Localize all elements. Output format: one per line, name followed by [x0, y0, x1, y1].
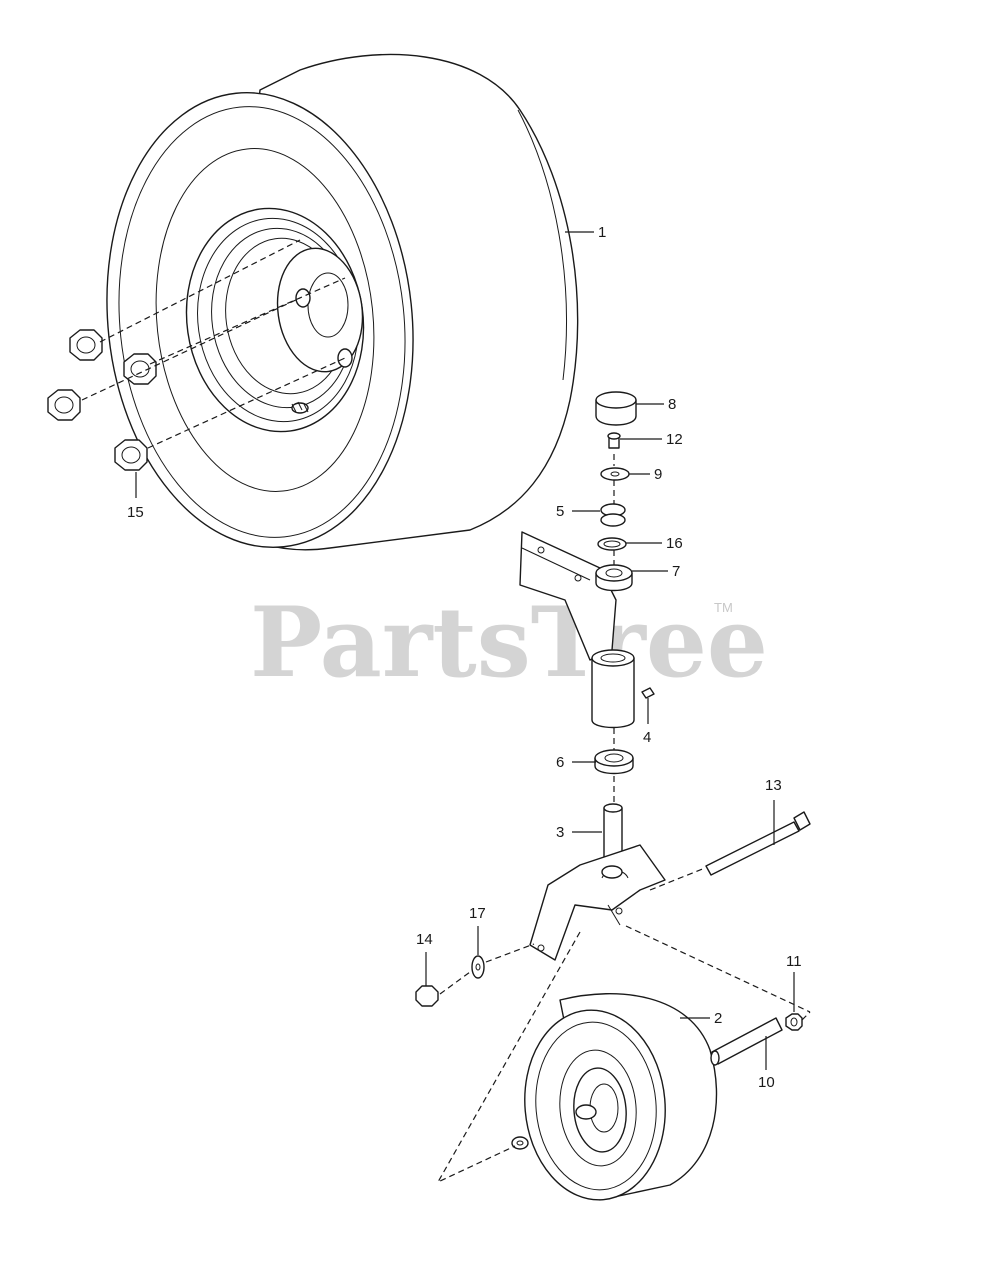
svg-text:10: 10: [758, 1074, 775, 1091]
callout-6: 6: [556, 754, 596, 771]
callout-2: 2: [680, 1010, 722, 1027]
callout-17: 17: [469, 905, 486, 955]
svg-text:8: 8: [668, 396, 676, 413]
bearing-top[interactable]: [595, 564, 633, 592]
callout-16: 16: [626, 535, 683, 552]
large-drive-tire[interactable]: [85, 53, 579, 563]
svg-text:7: 7: [672, 563, 680, 580]
bearing-bottom[interactable]: [594, 749, 634, 775]
svg-text:17: 17: [469, 905, 486, 922]
callout-7: 7: [632, 563, 680, 580]
callout-3: 3: [556, 824, 602, 841]
svg-text:15: 15: [127, 504, 144, 521]
lug-nut-1[interactable]: [69, 329, 103, 361]
washer-17[interactable]: [471, 955, 485, 979]
watermark: PartsTree TM: [250, 586, 768, 699]
svg-text:11: 11: [786, 953, 802, 970]
lug-nut-2[interactable]: [123, 353, 157, 385]
washer-16[interactable]: [597, 537, 627, 551]
callout-11: 11: [786, 953, 802, 1012]
svg-text:5: 5: [556, 503, 564, 520]
caster-yoke[interactable]: [529, 803, 666, 961]
svg-text:16: 16: [666, 535, 683, 552]
nut-11[interactable]: [785, 1013, 803, 1031]
callout-1: 1: [565, 224, 606, 241]
caster-wheel[interactable]: [517, 993, 718, 1206]
callout-4: 4: [643, 698, 651, 746]
washer-9[interactable]: [600, 467, 630, 481]
svg-text:2: 2: [714, 1010, 722, 1027]
callout-8: 8: [636, 396, 676, 413]
svg-text:6: 6: [556, 754, 564, 771]
callout-9: 9: [629, 466, 662, 483]
svg-text:1: 1: [598, 224, 606, 241]
grease-fitting[interactable]: [607, 432, 621, 449]
caster-sleeve: [591, 649, 635, 729]
callout-10: 10: [758, 1036, 775, 1091]
svg-text:9: 9: [654, 466, 662, 483]
callout-5: 5: [556, 503, 600, 520]
svg-text:4: 4: [643, 729, 651, 746]
svg-text:3: 3: [556, 824, 564, 841]
svg-text:14: 14: [416, 931, 433, 948]
lug-nut-3[interactable]: [47, 389, 81, 421]
axle-bolt[interactable]: [705, 811, 811, 876]
lug-nuts[interactable]: [47, 329, 157, 471]
wheel-washer[interactable]: [511, 1136, 529, 1150]
callout-15: 15: [127, 472, 144, 521]
svg-text:13: 13: [765, 777, 782, 794]
watermark-text: PartsTree: [250, 586, 768, 699]
watermark-trademark: TM: [714, 600, 733, 615]
callout-12: 12: [620, 431, 683, 448]
nut-14[interactable]: [415, 985, 439, 1007]
grease-zerk[interactable]: [641, 687, 655, 699]
callout-13: 13: [765, 777, 782, 845]
callout-14: 14: [416, 931, 433, 986]
axle-spacer[interactable]: [710, 1017, 783, 1066]
dust-cap[interactable]: [595, 391, 637, 426]
svg-text:12: 12: [666, 431, 683, 448]
lug-nut-4[interactable]: [114, 439, 148, 471]
spacer-5[interactable]: [600, 503, 626, 527]
